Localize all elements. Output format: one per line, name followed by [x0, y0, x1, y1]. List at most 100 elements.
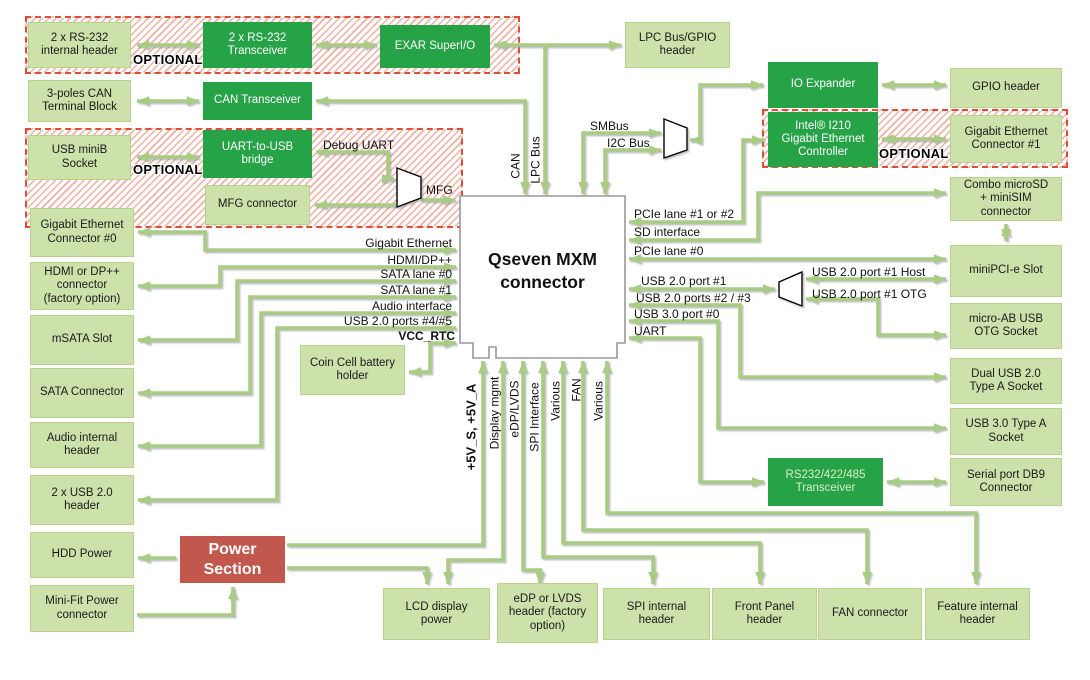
- wire-i210-gbe1-arrowhead-icon: [934, 134, 946, 144]
- wire-ioexp-gpio-arrowhead-icon: [934, 80, 946, 90]
- box-audio-internal-header: Audio internal header: [30, 422, 134, 468]
- edge-label-pcie-lane-0: PCIe lane #0: [634, 244, 704, 258]
- wire-pwr-lcd: [287, 566, 429, 584]
- box-rs485-transceiver: RS232/422/485 Transceiver: [768, 458, 883, 506]
- box-uart-usb-bridge: UART-to-USB bridge: [203, 130, 312, 178]
- box-combo-microsd: Combo microSD + miniSIM connector: [950, 177, 1062, 221]
- box-gbe-connector-1: Gigabit Ethernet Connector #1: [950, 115, 1062, 163]
- wire-sata0-arrowhead-icon: [444, 276, 456, 286]
- box-usb-minib-socket: USB miniB Socket: [28, 135, 131, 180]
- edge-label-hdmi-dp: HDMI/DP++: [387, 253, 452, 267]
- wire-mfg-conn-arrowhead-icon: [315, 200, 327, 210]
- wire-rs232-exar-arrowhead-icon: [316, 40, 328, 50]
- edge-label-can: CAN: [508, 153, 523, 179]
- wire-exar-lpc-arrowhead-icon: [494, 40, 506, 50]
- wire-usb1-otg: [806, 297, 946, 337]
- box-usb2-header: 2 x USB 2.0 header: [30, 475, 134, 525]
- edge-label-usb-ports-45: USB 2.0 ports #4/#5: [343, 314, 452, 328]
- wire-rs232-pair-arrowhead-icon: [187, 40, 199, 50]
- box-front-panel-header: Front Panel header: [712, 588, 817, 640]
- edge-label-sata-lane-0: SATA lane #0: [380, 267, 452, 281]
- edge-label-edp-lvds: eDP/LVDS: [507, 380, 522, 438]
- box-gbe-connector-0: Gigabit Ethernet Connector #0: [30, 208, 134, 257]
- box-rs232-internal-header: 2 x RS-232 internal header: [28, 22, 131, 68]
- box-minipcie-slot: miniPCI-e Slot: [950, 245, 1062, 297]
- wire-fan-arrowhead-icon: [578, 361, 588, 373]
- wire-lpc-down-arrowhead-icon: [540, 182, 550, 194]
- box-power-section: Power Section: [180, 536, 285, 583]
- wire-hdd-arrowhead-icon: [138, 553, 150, 563]
- wire-smbus-arrowhead-icon: [649, 128, 661, 138]
- wire-display-mgmt-arrowhead-icon: [443, 572, 453, 584]
- wire-uart: [629, 336, 764, 484]
- smbus-i2c-mux-icon: [663, 117, 688, 159]
- box-sata-connector: SATA Connector: [30, 368, 134, 418]
- box-lpc-gpio-header: LPC Bus/GPIO header: [625, 22, 730, 68]
- edge-label-mfg: MFG: [426, 183, 453, 197]
- edge-label-p5v: +5V_S, +5V_A: [463, 383, 479, 471]
- wire-various1-arrowhead-icon: [755, 572, 765, 584]
- wire-spi-arrowhead-icon: [538, 361, 548, 373]
- wire-usb-minib-arrowhead-icon: [137, 152, 149, 162]
- wire-hdmi-arrowhead-icon: [444, 262, 456, 272]
- wire-usb23: [629, 303, 946, 379]
- box-hdd-power: HDD Power: [30, 532, 134, 578]
- wire-usb3: [629, 319, 946, 430]
- wire-rs232-pair-arrowhead-icon: [137, 40, 149, 50]
- wire-various1: [561, 361, 762, 584]
- wire-i2c: [603, 148, 661, 194]
- wire-sd-arrowhead-icon: [629, 235, 641, 245]
- edge-label-usb1-otg: USB 2.0 port #1 OTG: [812, 287, 927, 301]
- box-fan-connector: FAN connector: [818, 588, 922, 640]
- wire-can-pair-arrowhead-icon: [137, 96, 149, 106]
- edge-label-display-mgmt: Display mgmt: [487, 376, 502, 450]
- wire-audio: [138, 311, 456, 448]
- box-feature-internal-header: Feature internal header: [925, 588, 1030, 640]
- wire-usb1-otg-arrowhead-icon: [934, 330, 946, 340]
- wire-can-pair-arrowhead-icon: [187, 96, 199, 106]
- edge-label-spi-interface: SPI Interface: [527, 382, 542, 452]
- wire-mux-ioexp: [690, 83, 763, 142]
- wire-mux-ioexp-arrowhead-icon: [690, 135, 702, 145]
- wire-gbe0: [138, 230, 456, 252]
- wire-display-mgmt-arrowhead-icon: [498, 361, 508, 373]
- wire-can-line-arrowhead-icon: [316, 96, 328, 106]
- wire-usb3-arrowhead-icon: [629, 316, 641, 326]
- box-can-terminal-block: 3-poles CAN Terminal Block: [28, 80, 131, 122]
- wire-hdmi-arrowhead-icon: [138, 281, 150, 291]
- wire-usb-minib-arrowhead-icon: [187, 152, 199, 162]
- box-gpio-header: GPIO header: [950, 68, 1062, 108]
- edge-label-sd-interface: SD interface: [634, 225, 701, 239]
- wire-mfg-out-arrowhead-icon: [443, 195, 455, 205]
- wire-gbe0-arrowhead-icon: [138, 227, 150, 237]
- wire-pcie0-arrowhead-icon: [934, 254, 946, 264]
- edge-label-usb1-host: USB 2.0 port #1 Host: [812, 265, 926, 279]
- wire-usb3-arrowhead-icon: [934, 423, 946, 433]
- box-i210-controller: Intel® I210 Gigabit Ethernet Controller: [768, 112, 878, 167]
- wire-exar-lpc-arrowhead-icon: [609, 40, 621, 50]
- wire-ioexp-gpio-arrowhead-icon: [882, 80, 894, 90]
- box-minifit-power: Mini-Fit Power connector: [30, 585, 134, 632]
- box-serial-db9: Serial port DB9 Connector: [950, 458, 1062, 506]
- wire-uart-arrowhead-icon: [629, 333, 641, 343]
- wire-sata1-arrowhead-icon: [138, 388, 150, 398]
- wire-spi-arrowhead-icon: [648, 572, 658, 584]
- edge-label-i2c-bus: I2C Bus: [607, 136, 650, 150]
- optional-label-2: OPTIONAL: [133, 162, 203, 177]
- edge-label-lpc-bus: LPC Bus: [528, 136, 543, 184]
- wire-fan-arrowhead-icon: [862, 572, 872, 584]
- wire-debug-uart-arrowhead-icon: [316, 147, 328, 157]
- edge-label-fan: FAN: [569, 378, 584, 402]
- wire-hdmi: [138, 265, 456, 288]
- wire-edp-arrowhead-icon: [535, 572, 545, 584]
- wire-usb23-arrowhead-icon: [934, 372, 946, 382]
- wire-rs485-db9-arrowhead-icon: [887, 477, 899, 487]
- wire-uart-arrowhead-icon: [752, 477, 764, 487]
- wire-5v-arrowhead-icon: [478, 361, 488, 373]
- optional-label-1: OPTIONAL: [133, 52, 203, 67]
- box-usb3-socket: USB 3.0 Type A Socket: [950, 408, 1062, 455]
- wire-smbus-arrowhead-icon: [578, 182, 588, 194]
- wire-debug-uart-arrowhead-icon: [382, 174, 394, 184]
- usb-otg-mux-icon: [778, 270, 803, 308]
- edge-label-gigabit-ethernet: Gigabit Ethernet: [365, 236, 452, 250]
